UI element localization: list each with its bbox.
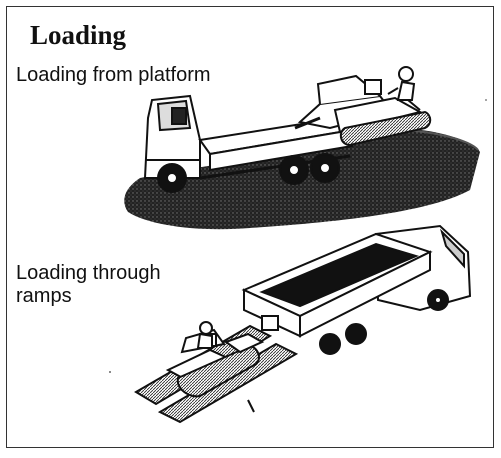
cargo-box [262,316,278,330]
scan-speck [109,371,111,373]
ramp-loading-scene [136,226,470,422]
platform-loading-scene [124,67,480,229]
bulldozer-operator [198,322,212,348]
ramp-bulldozer [168,330,262,396]
ramp-truck [244,226,470,354]
scan-speck [485,99,487,101]
